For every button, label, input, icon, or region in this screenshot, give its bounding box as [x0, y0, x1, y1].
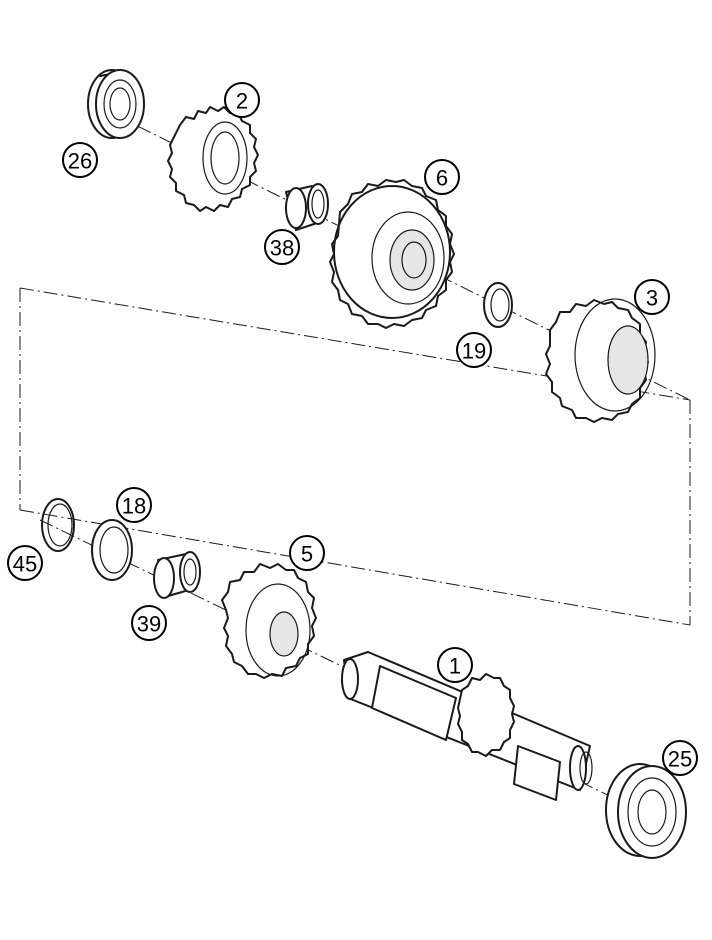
- gear-2: [167, 106, 259, 212]
- bushing-38: [285, 183, 329, 231]
- circlip-45: [41, 498, 75, 552]
- callout-5: 5: [289, 535, 325, 571]
- callout-label-25: 25: [668, 747, 692, 772]
- callout-38: 38: [264, 229, 300, 265]
- gear-6: [329, 179, 455, 329]
- callout-2: 2: [224, 82, 260, 118]
- callout-label-6: 6: [436, 166, 448, 191]
- callout-label-38: 38: [270, 236, 294, 261]
- bearing-25: [605, 763, 687, 859]
- callout-label-18: 18: [122, 494, 146, 519]
- callout-26: 26: [62, 142, 98, 178]
- gear-5: [221, 563, 317, 679]
- callout-label-2: 2: [236, 89, 248, 114]
- callout-6: 6: [424, 159, 460, 195]
- callout-1: 1: [437, 647, 473, 683]
- washer-18: [91, 519, 133, 581]
- bearing-26: [87, 69, 145, 139]
- callout-19: 19: [456, 332, 492, 368]
- callout-39: 39: [131, 605, 167, 641]
- washer-19: [483, 282, 513, 328]
- callout-45: 45: [7, 545, 43, 581]
- callout-label-5: 5: [301, 542, 313, 567]
- callout-label-26: 26: [68, 149, 92, 174]
- callout-label-19: 19: [462, 339, 486, 364]
- callout-label-39: 39: [137, 612, 161, 637]
- main-shaft-1: [341, 651, 593, 801]
- callout-label-3: 3: [646, 286, 658, 311]
- callout-label-1: 1: [449, 654, 461, 679]
- callout-25: 25: [662, 740, 698, 776]
- gear-3: [545, 298, 656, 423]
- callout-18: 18: [116, 487, 152, 523]
- callout-3: 3: [634, 279, 670, 315]
- callout-label-45: 45: [13, 552, 37, 577]
- needle-bearing-39: [153, 551, 201, 599]
